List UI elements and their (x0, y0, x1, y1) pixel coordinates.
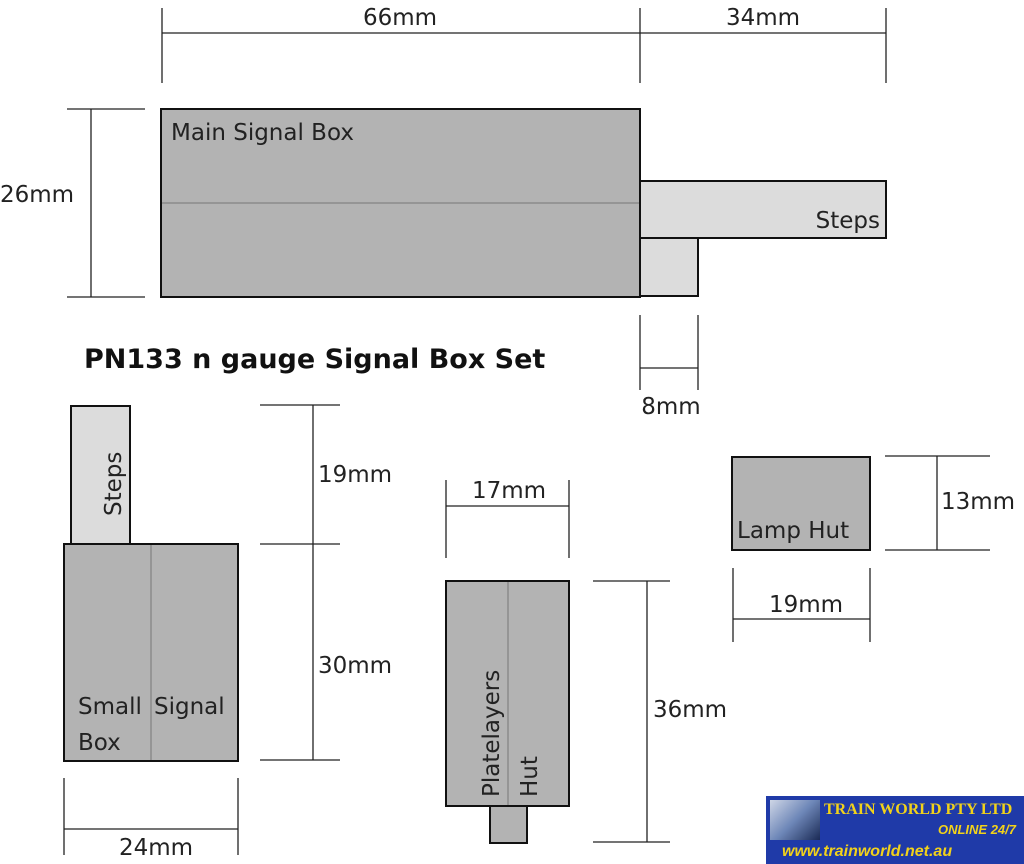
dim-26mm: 26mm (0, 182, 74, 208)
lamp-hut (731, 456, 871, 551)
platelayers-label: Platelayers (479, 670, 505, 797)
dim-30mm: 30mm (318, 653, 392, 679)
logo-url: www.trainworld.net.au (782, 843, 953, 860)
small-box-steps (70, 405, 131, 545)
small-box-steps-label: Steps (101, 452, 127, 516)
small-box-label-2: Box (78, 730, 121, 756)
dim-19mm-steps: 19mm (318, 462, 392, 488)
dim-24mm: 24mm (119, 835, 193, 861)
dim-36mm: 36mm (653, 697, 727, 723)
lamp-hut-label: Lamp Hut (737, 518, 849, 544)
hut-label: Hut (517, 756, 543, 797)
top-dimension: 66mm 34mm (161, 5, 887, 83)
page-title: PN133 n gauge Signal Box Set (84, 344, 545, 375)
main-signal-box-label: Main Signal Box (171, 120, 354, 146)
logo-brand: TRAIN WORLD PTY LTD (824, 801, 1013, 818)
trainworld-logo: TRAIN WORLD PTY LTD ONLINE 24/7 www.trai… (766, 796, 1024, 864)
dim-13mm: 13mm (941, 489, 1015, 515)
locomotive-image (770, 800, 820, 840)
dim-66mm: 66mm (363, 5, 437, 31)
dim-17mm: 17mm (472, 478, 546, 504)
main-steps-base (639, 237, 699, 297)
platelayers-hut-tab (489, 805, 528, 844)
dim-19mm-lamp: 19mm (769, 592, 843, 618)
dim-8mm: 8mm (641, 394, 700, 420)
main-steps-label: Steps (816, 208, 880, 234)
small-box-label-signal: Signal (154, 694, 225, 720)
dim-34mm: 34mm (726, 5, 800, 31)
main-steps (639, 180, 887, 239)
logo-tagline: ONLINE 24/7 (937, 822, 1016, 837)
small-box-label: Small (78, 694, 142, 720)
